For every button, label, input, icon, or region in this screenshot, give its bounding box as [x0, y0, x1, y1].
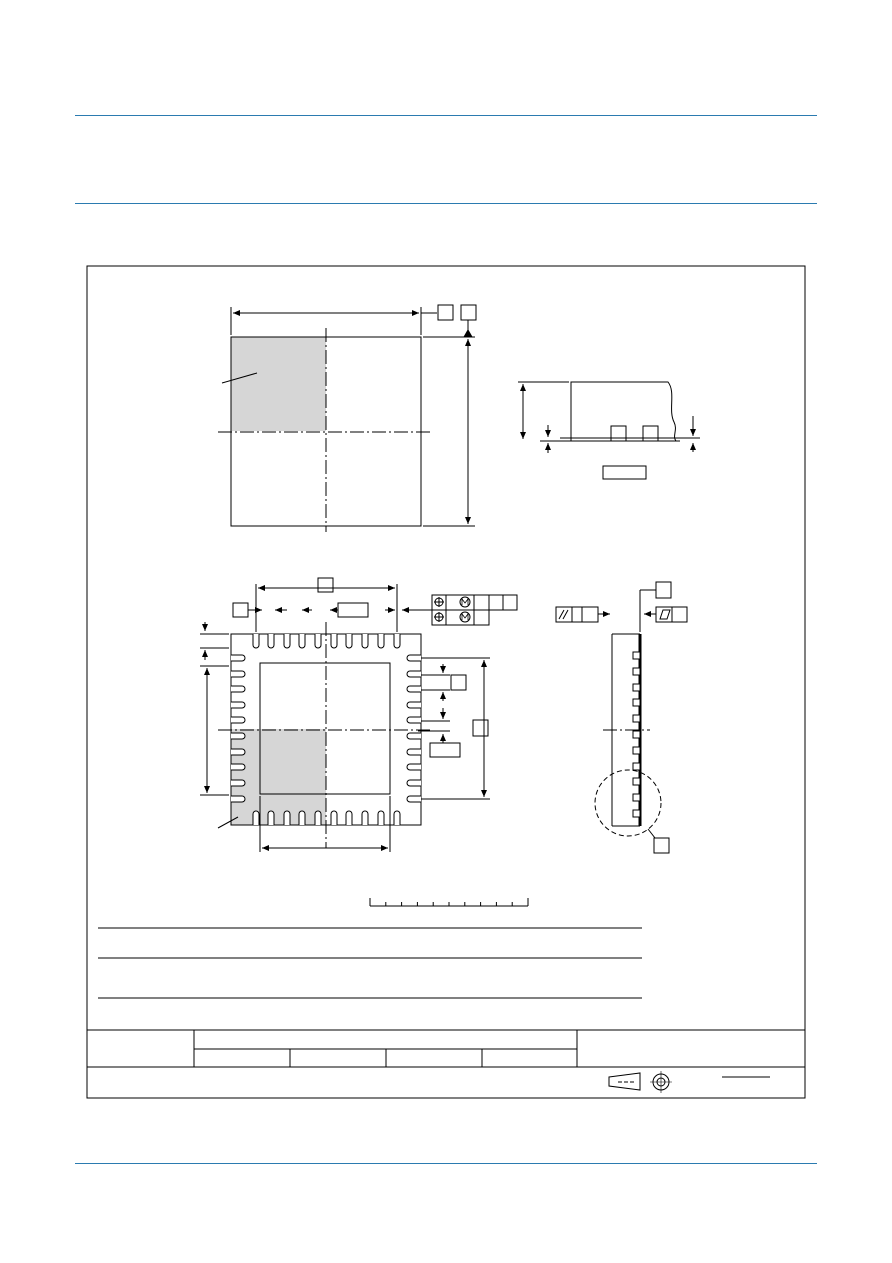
- pad-bottom: [298, 810, 306, 825]
- pad-right: [406, 670, 421, 678]
- pad-top: [361, 634, 369, 649]
- detail-terminal: [632, 651, 641, 660]
- pad-right: [406, 795, 421, 803]
- pad-right: [406, 701, 421, 709]
- position-icon: [434, 597, 444, 622]
- pad-top: [377, 634, 385, 649]
- pad-right: [406, 716, 421, 724]
- bottom-view-pin1-shade: [231, 729, 326, 825]
- pad-top: [393, 634, 401, 649]
- parallelism-icon: [558, 609, 569, 620]
- terminal-pads: [231, 634, 421, 825]
- bottom-view-datum-e: [317, 577, 334, 593]
- side-view-detail-label: [602, 465, 647, 480]
- bottom-view-dim-box-2: [429, 742, 461, 758]
- pad-top: [298, 634, 306, 649]
- parallelism-frame: [555, 606, 599, 623]
- pad-top: [267, 634, 275, 649]
- pad-right: [406, 779, 421, 787]
- position-tolerance-frame: [431, 594, 518, 626]
- pad-right: [406, 685, 421, 693]
- pad-left: [231, 654, 246, 662]
- detail-terminal: [632, 809, 641, 818]
- footer-rule: [75, 1163, 817, 1164]
- header-rule-top: [75, 115, 817, 116]
- datum-triangle: [463, 328, 473, 338]
- projection-target-icon: [650, 1071, 672, 1093]
- pad-bottom: [377, 810, 385, 825]
- side-view: [518, 381, 700, 480]
- pad-bottom: [393, 810, 401, 825]
- pad-bottom: [252, 810, 260, 825]
- detail-terminal: [632, 777, 641, 786]
- bottom-view: [200, 577, 518, 852]
- title-block: [87, 1029, 805, 1093]
- pad-bottom: [345, 810, 353, 825]
- pad-bottom: [283, 810, 291, 825]
- flatness-icon: [659, 609, 671, 620]
- mmc-modifier-icon: [459, 596, 471, 623]
- bottom-view-dim-box: [337, 602, 369, 618]
- pad-top: [330, 634, 338, 649]
- pad-left: [231, 670, 246, 678]
- detail-terminal: [632, 746, 641, 755]
- pad-right: [406, 748, 421, 756]
- pad-right: [406, 763, 421, 771]
- detail-view-terminals: [632, 651, 641, 818]
- detail-datum-box-a: [655, 581, 672, 599]
- top-view: [218, 304, 477, 532]
- detail-terminal: [632, 698, 641, 707]
- pad-left: [231, 763, 246, 771]
- scale-bar: [369, 898, 529, 907]
- side-view-datum-box-2: [642, 425, 659, 442]
- drawing-frame: [86, 265, 806, 1099]
- pad-left: [231, 685, 246, 693]
- detail-terminal: [632, 762, 641, 771]
- bottom-pin1-leader: [217, 816, 239, 829]
- detail-terminal: [632, 667, 641, 676]
- side-view-datum-box-1: [610, 425, 627, 442]
- detail-circle: [594, 769, 662, 837]
- pad-top: [345, 634, 353, 649]
- pad-left: [231, 748, 246, 756]
- pad-right: [406, 732, 421, 740]
- pad-bottom: [267, 810, 275, 825]
- flatness-frame: [655, 606, 688, 623]
- detail-terminal: [632, 683, 641, 692]
- detail-terminal: [632, 730, 641, 739]
- pad-top: [252, 634, 260, 649]
- datum-box-a: [437, 304, 454, 321]
- pad-bottom: [361, 810, 369, 825]
- pad-left: [231, 701, 246, 709]
- pad-top: [283, 634, 291, 649]
- top-view-pin1-area: [231, 337, 326, 431]
- projection-cone-icon: [608, 1072, 641, 1091]
- pad-bottom: [314, 810, 322, 825]
- detail-terminal: [632, 793, 641, 802]
- pad-right: [406, 654, 421, 662]
- pad-left: [231, 795, 246, 803]
- bottom-view-datum-b: [232, 602, 249, 618]
- exposed-die-pad: [259, 662, 391, 795]
- detail-terminal: [632, 714, 641, 723]
- side-view-body: [570, 381, 678, 442]
- pin1-leader: [221, 372, 258, 384]
- datum-box-b: [460, 304, 477, 321]
- pad-left: [231, 732, 246, 740]
- header-rule-bottom: [75, 203, 817, 204]
- pad-top: [314, 634, 322, 649]
- pad-bottom: [330, 810, 338, 825]
- bottom-view-datum-d: [472, 719, 489, 737]
- detail-view: [555, 581, 688, 854]
- detail-datum-box-x: [653, 837, 670, 854]
- bottom-view-datum-c: [450, 674, 467, 691]
- pad-left: [231, 779, 246, 787]
- pad-left: [231, 716, 246, 724]
